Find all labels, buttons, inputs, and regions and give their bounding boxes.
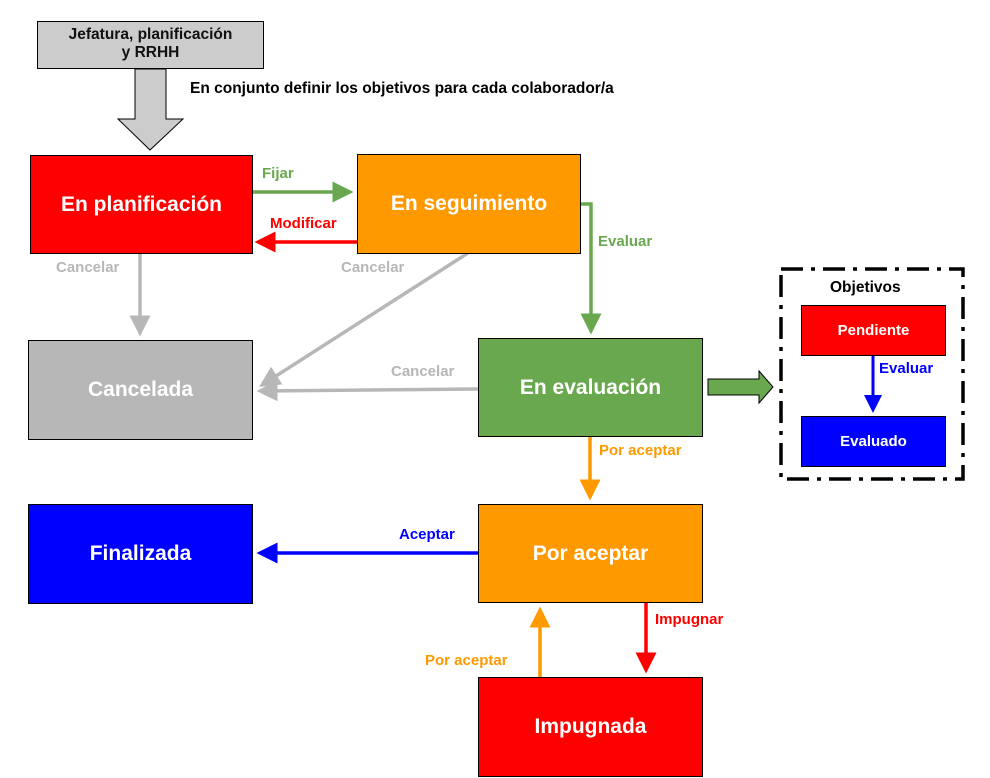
label-por-aceptar-1: Por aceptar bbox=[599, 442, 682, 459]
state-label: En seguimiento bbox=[390, 192, 548, 215]
label-aceptar: Aceptar bbox=[399, 526, 455, 543]
state-finalizada[interactable]: Finalizada bbox=[28, 504, 253, 604]
state-en-seguimiento[interactable]: En seguimiento bbox=[357, 154, 581, 254]
objetivo-evaluado[interactable]: Evaluado bbox=[801, 416, 946, 467]
state-label: Finalizada bbox=[89, 542, 192, 565]
state-label: En planificación bbox=[60, 192, 223, 216]
label-objetivo-evaluar: Evaluar bbox=[879, 360, 934, 377]
state-por-aceptar[interactable]: Por aceptar bbox=[478, 504, 703, 603]
objetivos-arrow bbox=[707, 369, 774, 405]
label-modificar: Modificar bbox=[270, 215, 337, 232]
label-por-aceptar-2: Por aceptar bbox=[425, 652, 508, 669]
state-impugnada[interactable]: Impugnada bbox=[478, 677, 703, 777]
objetivos-frame bbox=[779, 267, 965, 481]
state-en-evaluacion[interactable]: En evaluación bbox=[478, 338, 703, 437]
cancelar-arrow-2 bbox=[259, 251, 469, 387]
label-evaluar: Evaluar bbox=[598, 233, 653, 250]
label-impugnar: Impugnar bbox=[655, 611, 724, 628]
cancelar-arrow-3 bbox=[256, 380, 479, 402]
source-line-2: y RRHH bbox=[121, 44, 180, 61]
evaluar-arrow bbox=[580, 202, 602, 335]
label-fijar: Fijar bbox=[262, 165, 294, 182]
state-label: Cancelada bbox=[87, 378, 194, 401]
source-line-1: Jefatura, planificación bbox=[68, 26, 233, 43]
state-label: Impugnada bbox=[534, 715, 647, 738]
source-box: Jefatura, planificación y RRHH bbox=[37, 21, 264, 69]
state-en-planificacion[interactable]: En planificación bbox=[30, 155, 253, 254]
objetivo-label: Pendiente bbox=[837, 322, 910, 339]
objetivo-label: Evaluado bbox=[840, 433, 907, 450]
label-cancelar-2: Cancelar bbox=[341, 259, 405, 276]
label-cancelar-1: Cancelar bbox=[56, 259, 120, 276]
label-cancelar-3: Cancelar bbox=[391, 363, 455, 380]
instruction-note: En conjunto definir los objetivos para c… bbox=[190, 80, 614, 97]
state-label: Por aceptar bbox=[532, 541, 649, 565]
source-arrow bbox=[116, 68, 185, 151]
state-label: En evaluación bbox=[519, 375, 662, 399]
state-cancelada[interactable]: Cancelada bbox=[28, 340, 253, 440]
objetivos-title: Objetivos bbox=[830, 279, 901, 296]
objetivo-pendiente[interactable]: Pendiente bbox=[801, 305, 946, 356]
